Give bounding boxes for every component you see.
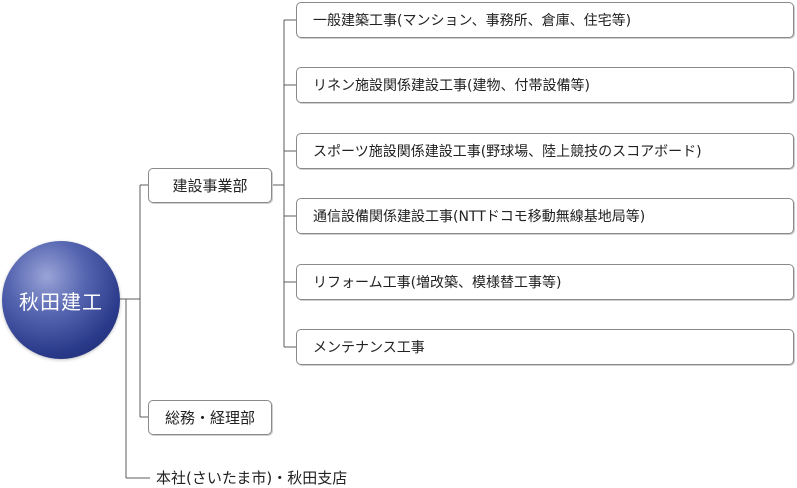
department-label: 建設事業部 [172, 177, 248, 195]
work-linen-facility: リネン施設関係建設工事(建物、付帯設備等) [296, 67, 794, 103]
root-label: 秋田建工 [19, 289, 103, 314]
department-label: 総務・経理部 [164, 409, 255, 427]
work-label: メンテナンス工事 [313, 340, 425, 356]
work-label: 通信設備関係建設工事(NTTドコモ移動無線基地局等) [313, 209, 646, 225]
work-label: リフォーム工事(増改築、模様替工事等) [313, 275, 562, 291]
work-label: リネン施設関係建設工事(建物、付帯設備等) [313, 78, 590, 94]
work-renovation: リフォーム工事(増改築、模様替工事等) [296, 264, 794, 300]
department-admin-accounting: 総務・経理部 [148, 400, 272, 435]
work-general-construction: 一般建築工事(マンション、事務所、倉庫、住宅等) [296, 2, 794, 38]
offices-label: 本社(さいたま市)・秋田支店 [156, 469, 348, 487]
work-label: スポーツ施設関係建設工事(野球場、陸上競技のスコアボード) [313, 144, 702, 160]
department-construction: 建設事業部 [148, 168, 272, 203]
work-maintenance: メンテナンス工事 [296, 329, 794, 365]
work-telecom-facility: 通信設備関係建設工事(NTTドコモ移動無線基地局等) [296, 198, 794, 234]
root-node: 秋田建工 [2, 241, 120, 359]
work-sports-facility: スポーツ施設関係建設工事(野球場、陸上競技のスコアボード) [296, 133, 794, 169]
work-label: 一般建築工事(マンション、事務所、倉庫、住宅等) [313, 13, 632, 29]
